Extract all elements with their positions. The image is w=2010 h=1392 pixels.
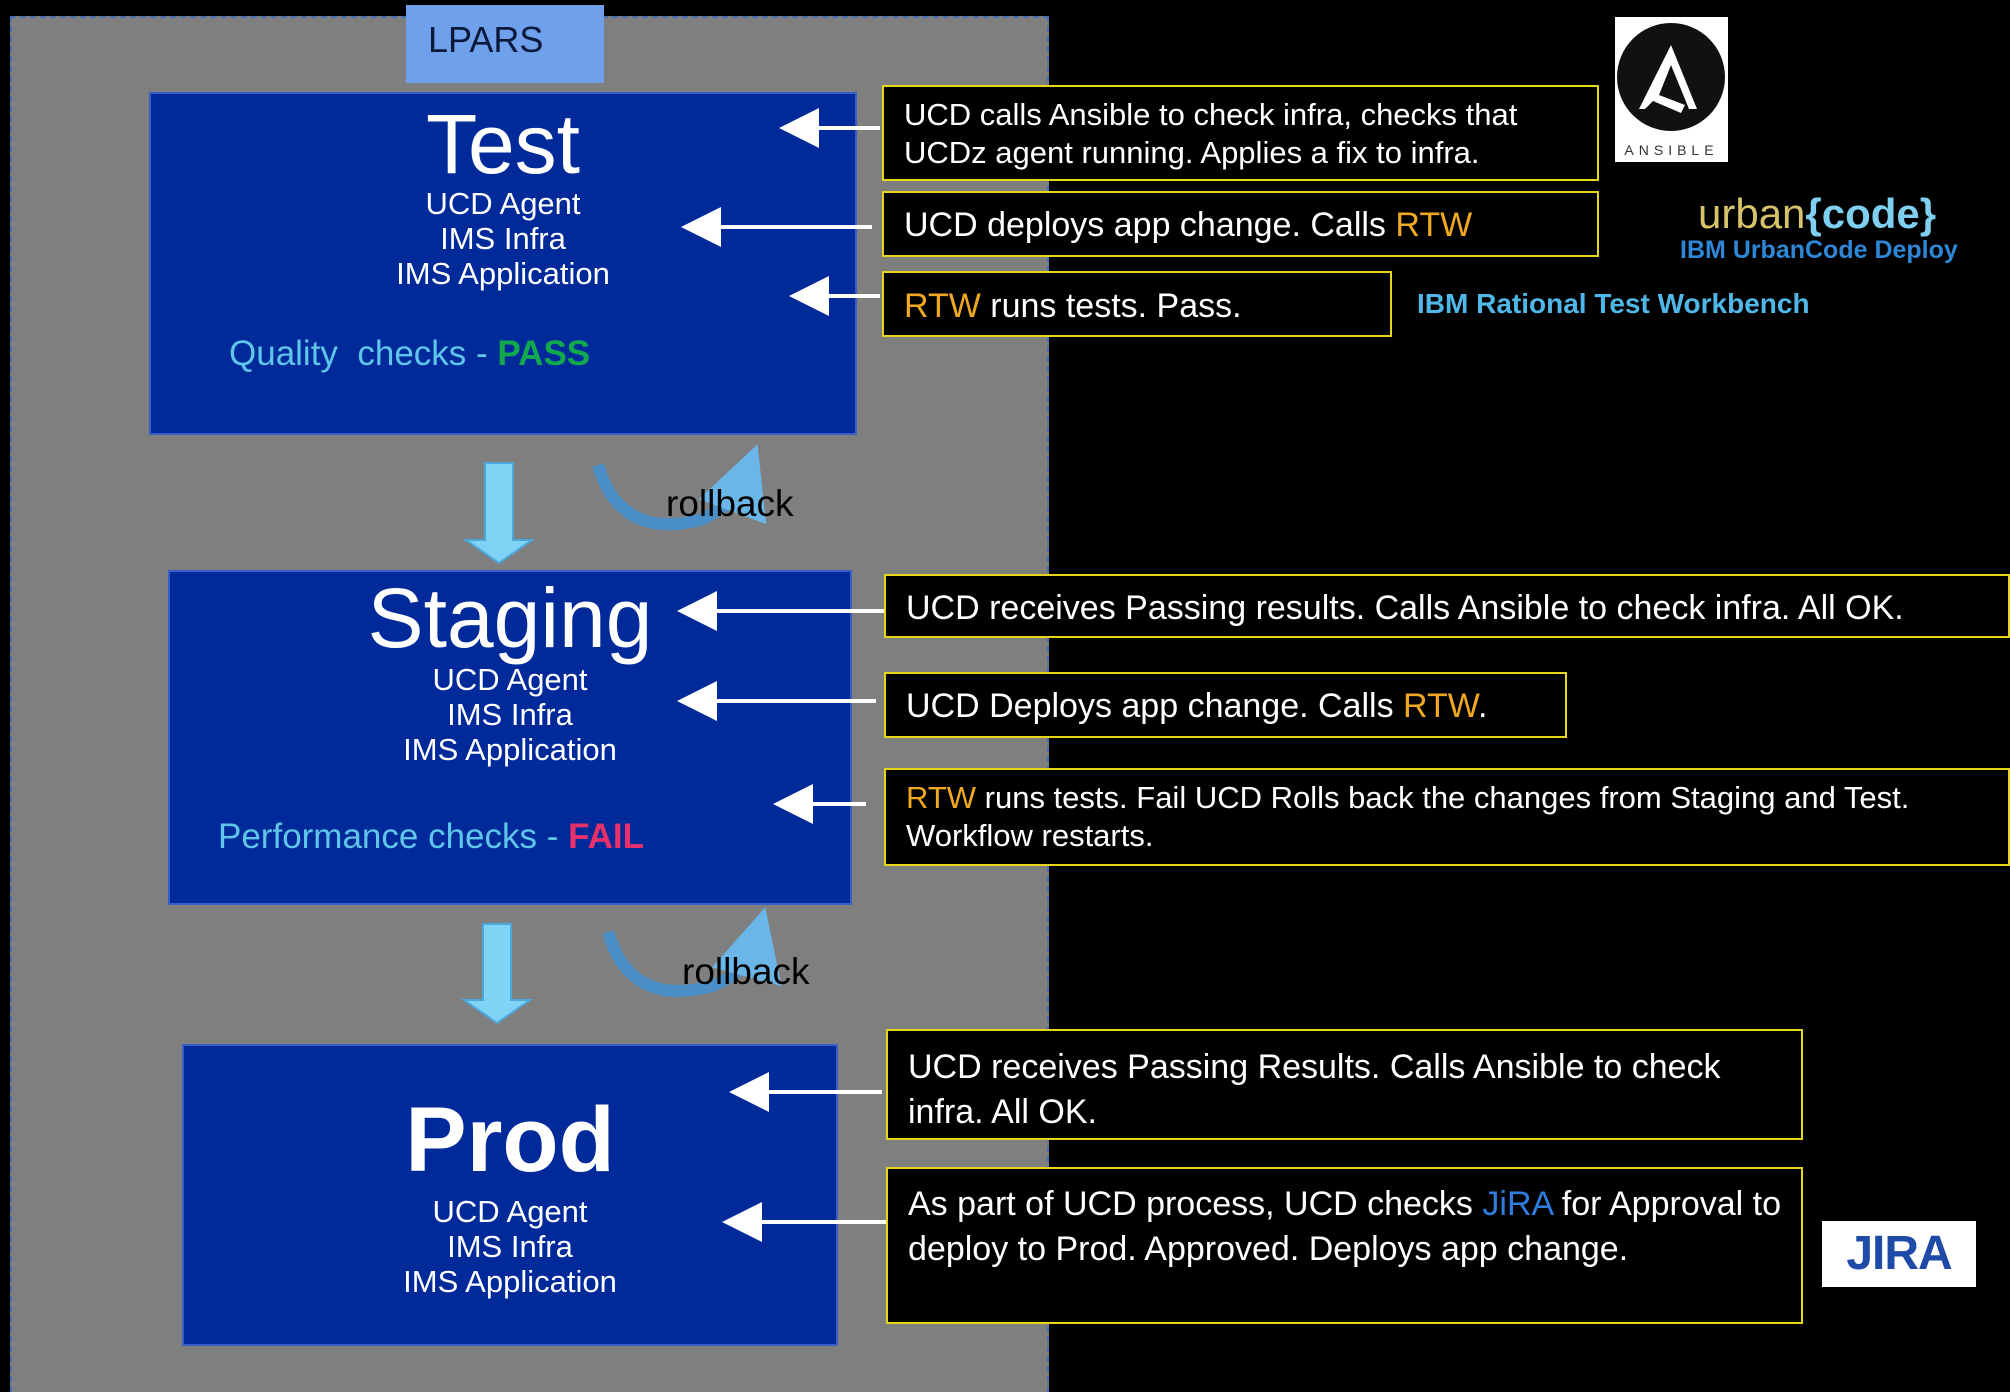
prod-title: Prod: [405, 1089, 615, 1191]
test-check-label: Quality checks -: [229, 334, 498, 373]
prod-environment-box: Prod UCD Agent IMS Infra IMS Application: [182, 1044, 838, 1346]
note-ansible-check: UCD calls Ansible to check infra, checks…: [882, 85, 1599, 181]
note6-rtw: RTW: [906, 780, 977, 815]
note8-end: for Approval to deploy to Prod. Approved…: [908, 1185, 1781, 1268]
note3-text: runs tests. Pass.: [980, 287, 1242, 325]
note5-text: UCD Deploys app change. Calls: [906, 687, 1404, 725]
rollback-arrow-lower: [602, 907, 782, 997]
ansible-a-icon: [1617, 23, 1725, 131]
note-staging-deploy: UCD Deploys app change. Calls RTW.: [884, 672, 1567, 738]
urbancode-code: {code}: [1805, 190, 1937, 237]
staging-ims-application: IMS Application: [403, 732, 617, 767]
test-ucd-agent: UCD Agent: [425, 186, 581, 221]
urbancode-urban: urban: [1698, 190, 1806, 237]
lpars-label: LPARS: [406, 5, 604, 83]
test-quality-check: Quality checks - PASS: [229, 334, 590, 374]
rollback-arrow-upper: [592, 444, 767, 531]
note-prod-passing-results: UCD receives Passing Results. Calls Ansi…: [886, 1029, 1803, 1140]
note-rtw-fail: RTW runs tests. Fail UCD Rolls back the …: [884, 768, 2010, 866]
rational-test-workbench-label: IBM Rational Test Workbench: [1417, 288, 1810, 319]
staging-performance-check: Performance checks - FAIL: [218, 817, 644, 857]
test-title: Test: [425, 97, 581, 191]
urbancode-subtitle: IBM UrbanCode Deploy: [1680, 236, 1958, 264]
note5-rtw: RTW: [1403, 687, 1478, 725]
test-environment-box: Test UCD Agent IMS Infra IMS Application…: [149, 92, 857, 435]
staging-ucd-agent: UCD Agent: [432, 662, 588, 697]
rollback-label-lower: rollback: [682, 951, 810, 992]
staging-check-result: FAIL: [568, 817, 644, 856]
note6-text: runs tests. Fail UCD Rolls back the chan…: [906, 780, 1910, 853]
note8-jira: JiRA: [1482, 1185, 1553, 1223]
note2-rtw: RTW: [1395, 206, 1473, 244]
jira-logo: JIRA: [1822, 1221, 1976, 1287]
down-arrow-staging-to-prod: [460, 923, 534, 1025]
staging-title: Staging: [367, 571, 653, 665]
prod-ucd-agent: UCD Agent: [432, 1194, 588, 1229]
test-ims-application: IMS Application: [396, 256, 610, 291]
note8-text: As part of UCD process, UCD checks: [908, 1185, 1483, 1223]
ansible-wordmark: ANSIBLE: [1624, 142, 1719, 158]
staging-check-label: Performance checks -: [218, 817, 569, 856]
prod-ims-infra: IMS Infra: [447, 1229, 573, 1264]
prod-ims-application: IMS Application: [403, 1264, 617, 1299]
note-staging-passing-results: UCD receives Passing results. Calls Ansi…: [884, 574, 2010, 638]
note5-end: .: [1477, 687, 1488, 725]
down-arrow-test-to-staging: [462, 462, 536, 565]
note-rtw-pass: RTW runs tests. Pass.: [882, 271, 1392, 337]
note-deploy-calls-rtw: UCD deploys app change. Calls RTW: [882, 191, 1599, 257]
note2-text: UCD deploys app change. Calls: [904, 206, 1396, 244]
test-ims-infra: IMS Infra: [440, 221, 566, 256]
ansible-logo: ANSIBLE: [1615, 17, 1728, 162]
urbancode-logo: urban{code}: [1698, 190, 1936, 238]
rollback-label-upper: rollback: [666, 483, 794, 524]
staging-ims-infra: IMS Infra: [447, 697, 573, 732]
note3-rtw: RTW: [904, 287, 981, 325]
note-jira-approval: As part of UCD process, UCD checks JiRA …: [886, 1167, 1803, 1324]
test-check-result: PASS: [497, 334, 591, 373]
staging-environment-box: Staging UCD Agent IMS Infra IMS Applicat…: [168, 570, 852, 905]
